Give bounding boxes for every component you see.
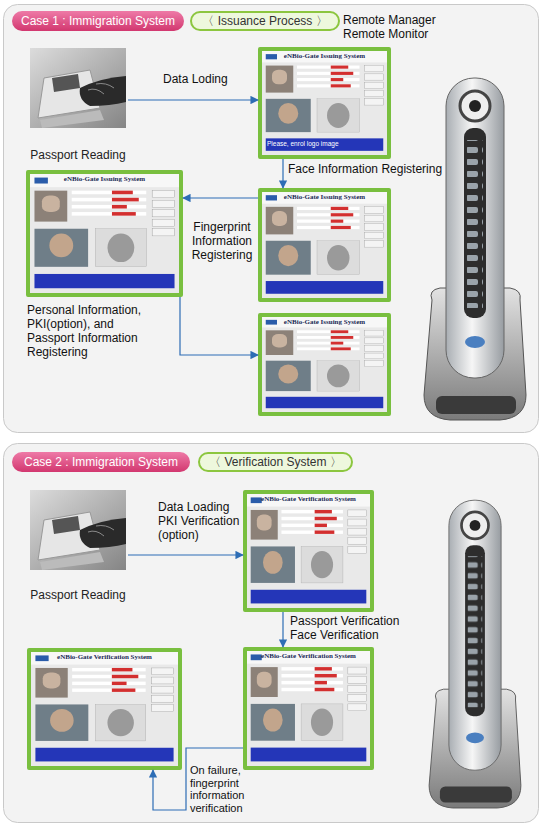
- passport-reader-photo: [30, 48, 126, 128]
- node-text: Passport Reading: [18, 588, 138, 602]
- screen-mockup: [31, 652, 178, 766]
- node-text: eNBio-Gate Verification System: [247, 495, 370, 503]
- photo-box: Passport Reading: [28, 488, 128, 606]
- panel: [4, 444, 539, 823]
- screen-mockup: [30, 174, 179, 293]
- panel: [4, 5, 539, 433]
- screen-mockup: [262, 51, 387, 155]
- screen-box: eNBio-Gate Verification System: [243, 647, 374, 770]
- note-label: Remote Manager Remote Monitor: [343, 13, 443, 41]
- flow-arrow: [183, 197, 258, 198]
- flow-arrow: [180, 297, 258, 355]
- screen-box: eNBio-Gate Verification System: [243, 490, 374, 612]
- node-text: eNBio-Gate Issuing System: [30, 175, 179, 183]
- process-pill: 〈 Issuance Process 〉: [190, 11, 340, 31]
- edge-label: Fingerprint Information Registering: [186, 220, 258, 262]
- node-text: eNBio-Gate Verification System: [31, 653, 178, 661]
- process-pill: 〈 Verification System 〉: [198, 452, 353, 472]
- flow-arrow: [282, 612, 283, 647]
- node-text: eNBio-Gate Verification System: [247, 652, 370, 660]
- edge-label: Data Loding: [163, 72, 243, 86]
- node-text: Case 2 : Immigration System: [12, 452, 190, 472]
- node-text: 〈 Issuance Process 〉: [192, 13, 338, 29]
- node-text: eNBio-Gate Issuing System: [262, 193, 387, 201]
- node-text: Please, enrol logo image: [267, 140, 339, 148]
- edge-label: Personal Information, PKI(option), and P…: [27, 303, 162, 359]
- case-pill: Case 1 : Immigration System: [12, 11, 184, 31]
- node-text: 〈 Verification System 〉: [200, 454, 351, 470]
- edge-label: Data Loading PKI Verification (option): [158, 500, 250, 542]
- node-text: eNBio-Gate Issuing System: [262, 318, 387, 326]
- screen-box: eNBio-Gate Issuing System: [26, 170, 183, 297]
- screen-box: eNBio-Gate Issuing System: [258, 313, 391, 416]
- passport-reader-photo: [30, 490, 126, 570]
- screen-box: eNBio-Gate Issuing System: [258, 188, 391, 302]
- flow-arrow: [153, 748, 243, 810]
- gate-device: [429, 500, 521, 808]
- case-pill: Case 2 : Immigration System: [12, 452, 190, 472]
- edge-label: Passport Verification Face Verification: [290, 614, 410, 642]
- flow-arrow: [128, 554, 243, 555]
- screen-mockup: [262, 317, 387, 412]
- screen-mockup: [262, 192, 387, 298]
- screen-mockup: [247, 494, 370, 608]
- node-text: Passport Reading: [18, 148, 138, 162]
- flow-arrow: [128, 99, 258, 100]
- flow-arrow: [282, 159, 283, 188]
- gate-device: [424, 78, 526, 420]
- node-text: eNBio-Gate Issuing System: [262, 52, 387, 60]
- screen-box: eNBio-Gate Verification System: [27, 648, 182, 770]
- screen-mockup: [247, 651, 370, 766]
- edge-label: On failure, fingerprint information veri…: [190, 764, 270, 814]
- screen-box: eNBio-Gate Issuing SystemPlease, enrol l…: [258, 47, 391, 159]
- node-text: Case 1 : Immigration System: [12, 11, 184, 31]
- edge-label: Face Information Registering: [288, 162, 448, 176]
- photo-box: Passport Reading: [28, 48, 128, 166]
